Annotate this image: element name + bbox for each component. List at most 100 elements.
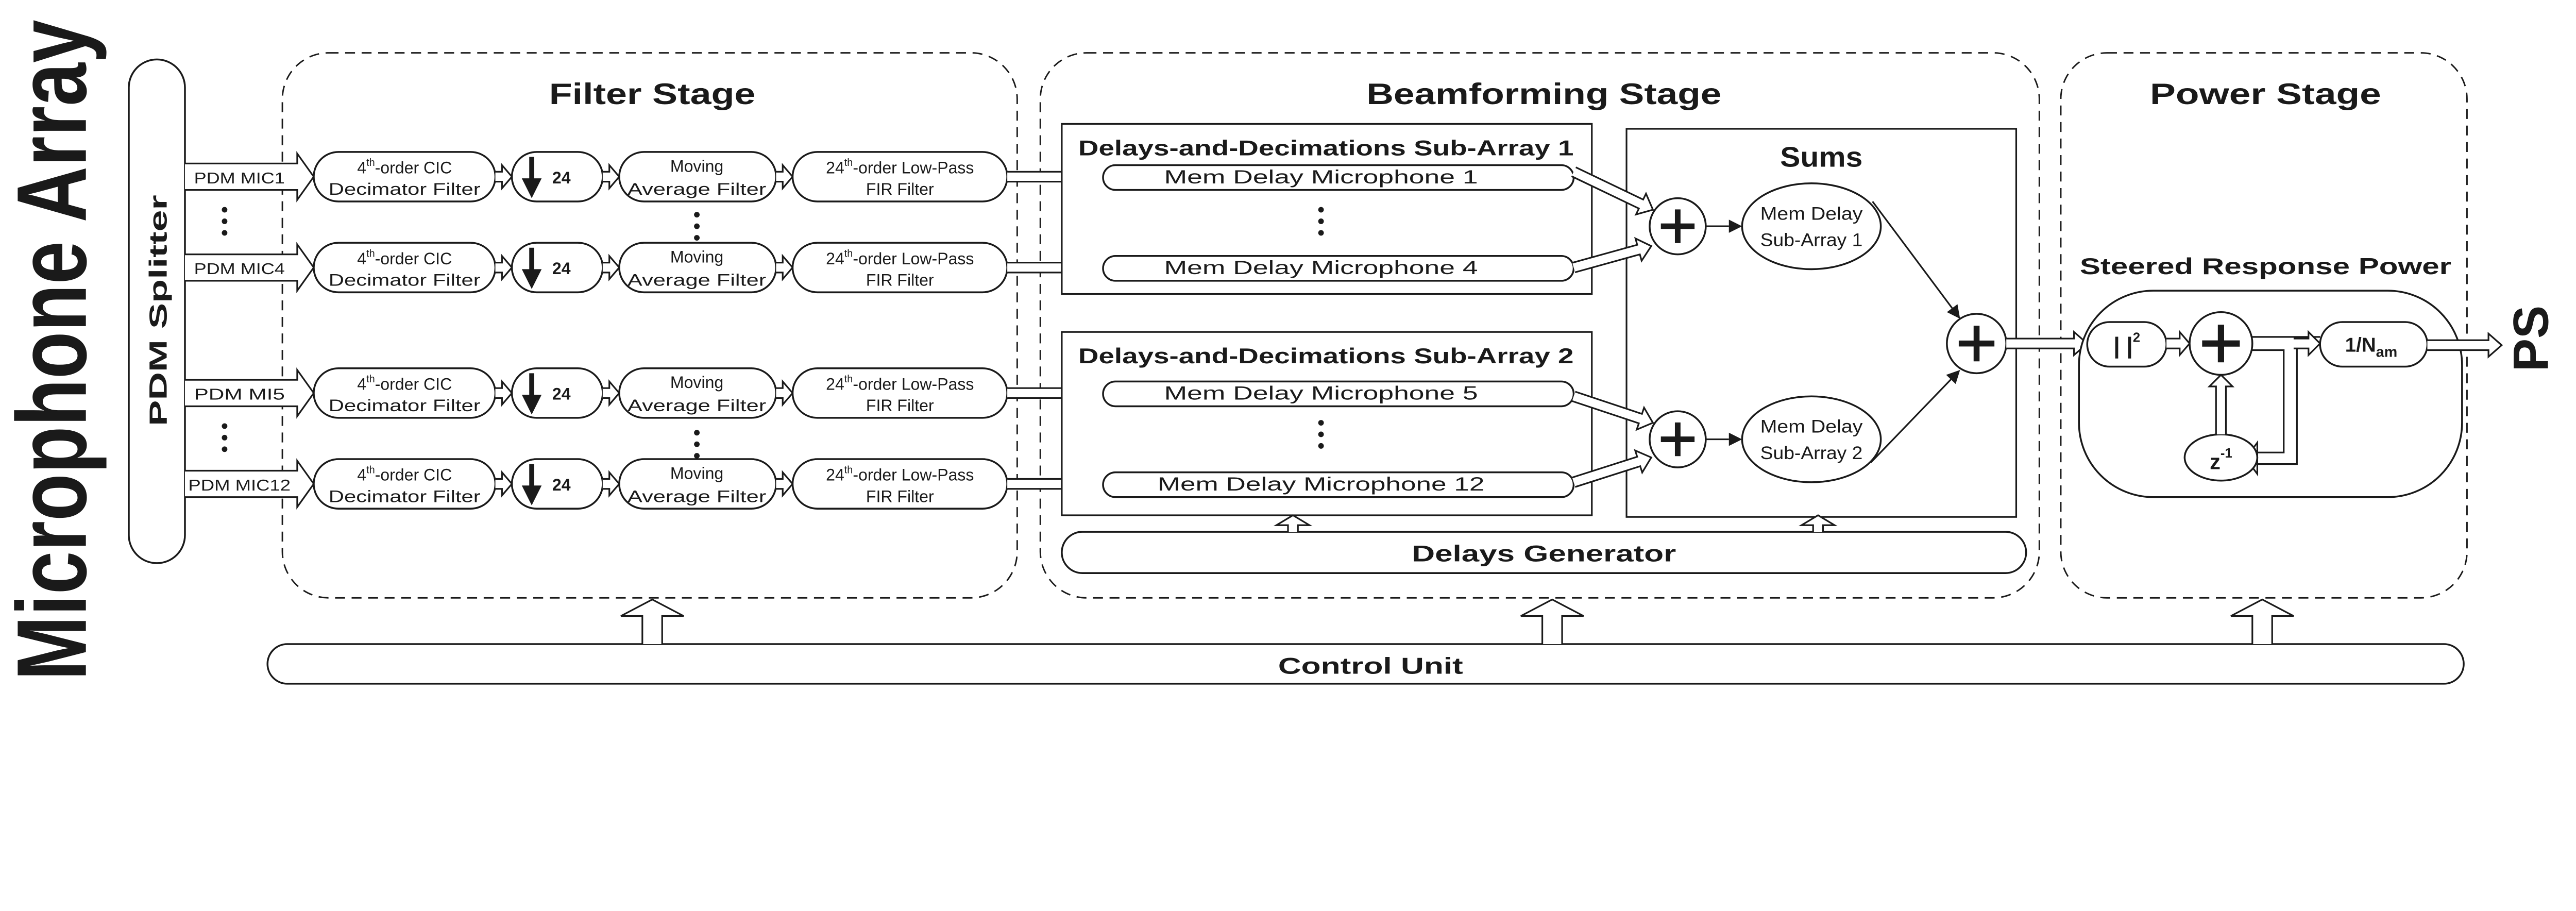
control-unit-label: Control Unit: [1278, 653, 1463, 679]
fir-label-line2: FIR Filter: [866, 396, 934, 415]
decimation-factor: 24: [552, 476, 571, 494]
flow-arrow: [602, 254, 621, 281]
fir-label-rest: -order Low-Pass: [853, 249, 974, 268]
fir-label-rest: -order Low-Pass: [853, 159, 974, 177]
sum-to-delay-arrow-head: [1728, 220, 1742, 233]
cic-label-base: 4: [357, 466, 366, 484]
fir-label-sup: th: [844, 374, 853, 385]
flow-arrow: [776, 470, 794, 498]
plus-icon: [1674, 422, 1681, 457]
flow-arrow: [495, 254, 513, 281]
moving-average-label-line2: Average Filter: [628, 396, 767, 415]
cic-label-sup: th: [366, 248, 375, 259]
fir-label-base: 24: [826, 375, 844, 393]
fir-label-sup: th: [844, 248, 853, 259]
cic-decimator-filter: [313, 367, 497, 419]
pdm-splitter-label: PDM Splitter: [145, 195, 173, 426]
moving-average-label: Moving: [670, 464, 723, 482]
moving-average-label-line2: Average Filter: [628, 180, 767, 198]
mem-delay-label: Mem Delay Microphone 4: [1164, 257, 1478, 278]
flow-arrow: [495, 470, 513, 498]
ellipsis-dot: [222, 446, 228, 452]
ellipsis-dot: [694, 430, 700, 436]
fir-label: 24th-order Low-Pass: [826, 157, 974, 177]
fir-label-base: 24: [826, 466, 844, 484]
decimation-factor: 24: [552, 385, 571, 403]
cic-label-sup: th: [366, 157, 375, 168]
fir-label-sup: th: [844, 464, 853, 476]
flow-arrow: [495, 163, 513, 191]
down-arrow-icon: [521, 485, 542, 505]
normalization-base: 1/N: [2345, 334, 2376, 357]
abs-squared-sup: 2: [2133, 330, 2140, 345]
fir-label: 24th-order Low-Pass: [826, 374, 974, 393]
cic-label-base: 4: [357, 249, 366, 268]
ellipsis-dot: [1318, 230, 1324, 236]
beamforming-stage-title: Beamforming Stage: [1366, 78, 1721, 111]
delay-to-sum-arrow: [1571, 391, 1654, 431]
delay-to-sum-arrow: [1572, 449, 1653, 488]
cic-label-rest: -order CIC: [375, 159, 452, 177]
mem-delay-sub-array-label: Mem Delay: [1760, 417, 1863, 437]
unit-delay-base: z: [2210, 449, 2221, 474]
delay-to-sum-arrow: [1571, 166, 1654, 216]
ellipsis-dot: [694, 441, 700, 447]
down-arrow-icon: [521, 395, 542, 415]
control-arrow: [1520, 598, 1584, 644]
to-final-sum-arrow-head: [1946, 369, 1960, 384]
sum-to-delay-arrow-head: [1728, 432, 1742, 446]
flow-arrow: [602, 379, 621, 407]
abs-squared-base: | |: [2113, 332, 2133, 359]
flow-arrow: [776, 254, 794, 281]
moving-average-label: Moving: [670, 157, 723, 175]
cic-decimator-filter: [313, 151, 497, 203]
mem-delay-sub-array-1: [1741, 182, 1882, 271]
control-arrow: [2230, 598, 2294, 644]
plus-icon: [2217, 325, 2224, 363]
delay-to-sum-arrow: [1572, 237, 1653, 274]
flow-arrow: [776, 163, 794, 191]
normalization-sub: am: [2376, 344, 2398, 360]
down-arrow-icon: [521, 178, 542, 198]
cic-label-sup: th: [366, 464, 375, 476]
pdm-mic-label: PDM MIC12: [188, 477, 291, 494]
cic-label-base: 4: [357, 159, 366, 177]
ellipsis-dot: [694, 212, 700, 218]
to-final-sum-arrow: [1872, 201, 1953, 309]
mem-delay-label: Mem Delay Microphone 12: [1158, 474, 1485, 495]
ellipsis-dot: [694, 235, 700, 241]
to-final-sum-arrow: [1870, 379, 1952, 463]
srp-title: Steered Response Power: [2080, 253, 2451, 279]
power-stage-title: Power Stage: [2150, 78, 2381, 111]
control-unit: [266, 643, 2465, 685]
pdm-mic-label: PDM MI5: [194, 386, 285, 403]
ellipsis-dot: [222, 218, 228, 224]
control-arrow: [620, 598, 684, 644]
cic-decimator-filter: [313, 242, 497, 294]
moving-average-label: Moving: [670, 373, 723, 392]
cic-label-line2: Decimator Filter: [329, 271, 481, 289]
decimation-factor: 24: [552, 168, 571, 187]
ellipsis-dot: [222, 207, 228, 213]
fir-label-line2: FIR Filter: [866, 180, 934, 198]
mem-delay-sub-array-label-line2: Sub-Array 2: [1760, 443, 1863, 463]
down-arrow-icon: [529, 247, 534, 271]
ellipsis-dot: [222, 230, 228, 236]
beamforming-stage: [1039, 52, 2040, 599]
fir-label-line2: FIR Filter: [866, 487, 934, 505]
ellipsis-dot: [222, 423, 228, 429]
delay-to-sum-feedback-arrow: [2207, 374, 2235, 434]
fir-label-line2: FIR Filter: [866, 271, 934, 289]
flow-arrow: [495, 379, 513, 407]
ellipsis-dot: [694, 453, 700, 459]
moving-average-label: Moving: [670, 248, 723, 266]
cic-label: 4th-order CIC: [357, 157, 452, 177]
output-ps-label: PS: [2504, 306, 2559, 372]
sums-title: Sums: [1780, 142, 1862, 173]
moving-average-label-line2: Average Filter: [628, 487, 767, 505]
down-arrow-icon: [521, 269, 542, 289]
beamforming-to-power-arrow: [2006, 330, 2089, 357]
delays-to-sums-arrow: [1799, 514, 1838, 532]
cic-label-line2: Decimator Filter: [329, 396, 481, 415]
mem-delay-microphone: [1102, 471, 1575, 498]
